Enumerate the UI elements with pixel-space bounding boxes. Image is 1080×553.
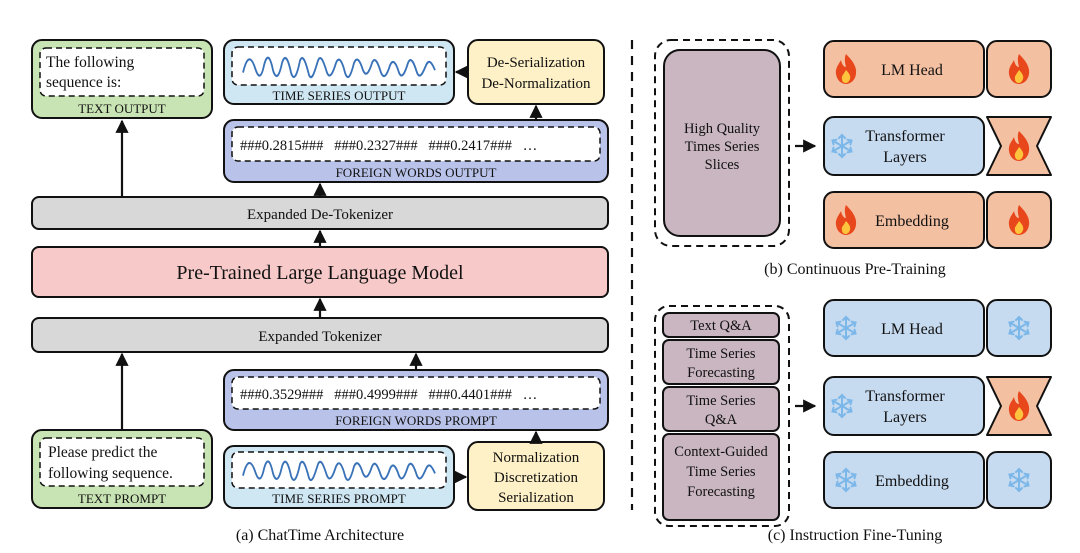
ft-task-2-line-1: Time Series: [686, 346, 756, 362]
pt-data-line-3: Slices: [705, 157, 740, 173]
ft-lm-head-label: LM Head: [881, 321, 943, 338]
ft-task-4-line-2: Time Series: [686, 464, 756, 480]
fw-prompt-block: ###0.3529### ###0.4999### ###0.4401### ……: [223, 369, 609, 431]
ts-prompt-block: TIME SERIES PROMPT: [223, 445, 455, 509]
fw-output-tokens: ###0.2815### ###0.2327### ###0.2417### …: [240, 138, 537, 154]
tokenizer-label: Expanded Tokenizer: [258, 329, 381, 345]
preprocessing-block: Normalization Discretization Serializati…: [467, 441, 605, 511]
deser-line-1: De-Serialization: [487, 55, 586, 71]
text-prompt-line-1: Please predict the: [48, 444, 157, 461]
ts-output-block: TIME SERIES OUTPUT: [223, 39, 455, 105]
ft-task-3-line-1: Time Series: [686, 393, 756, 409]
ft-task-4-line-3: Forecasting: [687, 484, 755, 500]
text-output-label: TEXT OUTPUT: [78, 101, 166, 116]
text-prompt-line-2: following sequence.: [48, 465, 173, 482]
architecture-panel: The following sequence is: TEXT OUTPUT T…: [31, 39, 609, 544]
ft-embedding-label: Embedding: [875, 473, 949, 490]
preproc-line-1: Normalization: [493, 450, 580, 466]
ts-output-label: TIME SERIES OUTPUT: [273, 88, 406, 103]
pt-transformer-line-2: Layers: [883, 149, 927, 166]
pt-embedding-label: Embedding: [875, 213, 949, 230]
caption-b: (b) Continuous Pre-Training: [764, 261, 946, 278]
tokenizer-block: Expanded Tokenizer: [31, 317, 609, 353]
ft-transformer-line-1: Transformer: [865, 388, 945, 405]
fw-output-block: ###0.2815### ###0.2327### ###0.2417### ……: [223, 119, 609, 183]
detokenizer-label: Expanded De-Tokenizer: [247, 207, 393, 223]
text-output-line-2: sequence is:: [46, 74, 121, 91]
pt-data-line-1: High Quality: [684, 121, 761, 137]
preproc-line-2: Discretization: [494, 470, 579, 486]
llm-block: Pre-Trained Large Language Model: [31, 246, 609, 298]
text-prompt-block: Please predict the following sequence. T…: [31, 429, 213, 509]
architecture-arrows: [115, 65, 543, 484]
detokenizer-block: Expanded De-Tokenizer: [31, 196, 609, 230]
deserialization-block: De-Serialization De-Normalization: [467, 39, 605, 105]
pt-data-line-2: Times Series: [685, 139, 760, 155]
text-prompt-label: TEXT PROMPT: [78, 491, 166, 506]
ft-task-2-line-2: Forecasting: [687, 365, 755, 381]
finetuning-panel: Text Q&A Time Series Forecasting Time Se…: [654, 299, 1052, 544]
fw-prompt-tokens: ###0.3529### ###0.4999### ###0.4401### …: [240, 387, 537, 403]
llm-label: Pre-Trained Large Language Model: [176, 262, 464, 284]
text-output-content: The following sequence is:: [46, 54, 138, 91]
fw-output-label: FOREIGN WORDS OUTPUT: [336, 165, 497, 180]
caption-c: (c) Instruction Fine-Tuning: [768, 527, 943, 544]
text-output-line-1: The following: [46, 54, 134, 71]
ft-task-4-line-1: Context-Guided: [674, 444, 768, 460]
deser-line-2: De-Normalization: [481, 76, 591, 92]
ts-prompt-label: TIME SERIES PROMPT: [272, 491, 406, 506]
ft-task-3-line-2: Q&A: [705, 412, 738, 428]
pretraining-panel: High Quality Times Series Slices LM Head…: [654, 39, 1052, 278]
preproc-line-3: Serialization: [498, 490, 574, 506]
text-output-block: The following sequence is: TEXT OUTPUT: [31, 39, 213, 119]
pt-lm-head-label: LM Head: [881, 62, 943, 79]
ft-task-1-line-1: Text Q&A: [690, 318, 752, 334]
pt-transformer-line-1: Transformer: [865, 128, 945, 145]
ft-transformer-line-2: Layers: [883, 409, 927, 426]
caption-a: (a) ChatTime Architecture: [236, 527, 404, 544]
fw-prompt-label: FOREIGN WORDS PROMPT: [335, 413, 497, 428]
